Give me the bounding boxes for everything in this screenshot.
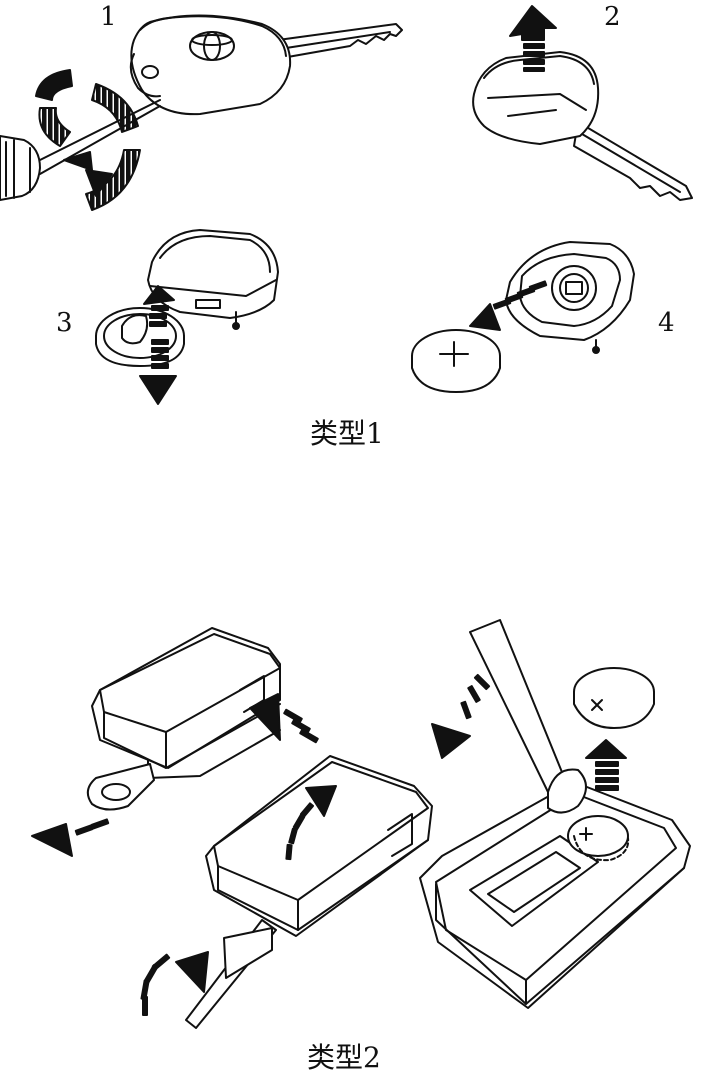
- step-number-1: 1: [100, 2, 117, 32]
- coin-battery-icon: [411, 329, 501, 393]
- pull-arrow-icon: [31, 818, 110, 857]
- step-number-4: 4: [658, 308, 675, 338]
- pry-curve-arrow-icon: [431, 673, 491, 759]
- step4-open-casing-icon: [505, 241, 635, 354]
- type1-caption: 类型1: [310, 417, 384, 450]
- lift-arrow-icon: [509, 5, 557, 72]
- step2-key-icon: [472, 51, 693, 201]
- removed-battery-icon: [573, 667, 655, 729]
- curved-lift-arrow-icon: [285, 785, 337, 861]
- flat-screwdriver-icon: [185, 919, 277, 1029]
- step-number-2: 2: [604, 2, 621, 32]
- hand-arrow-icon: [140, 951, 209, 1016]
- coin-icon: [95, 307, 185, 367]
- type2-caption: 类型2: [307, 1041, 381, 1074]
- push-arrow-icon: [249, 693, 319, 744]
- open-smart-key-icon: [419, 781, 691, 1009]
- tool-stick-icon: [469, 619, 587, 814]
- smart-key-casing-icon: [91, 627, 281, 779]
- remove-battery-arrow-icon: [469, 280, 548, 331]
- screwdriver-icon: [0, 99, 161, 201]
- battery-in-slot-icon: [567, 815, 630, 862]
- step3-key-head-icon: [147, 229, 279, 330]
- pry-arrow-icon: [139, 285, 177, 405]
- lift-battery-arrow-icon: [585, 739, 627, 791]
- step1-key-icon: [129, 14, 403, 116]
- rotate-arrow-icon: [35, 69, 141, 211]
- mechanical-key-icon: [86, 763, 155, 811]
- smart-key-body-icon: [205, 755, 433, 937]
- step-number-3: 3: [56, 308, 73, 338]
